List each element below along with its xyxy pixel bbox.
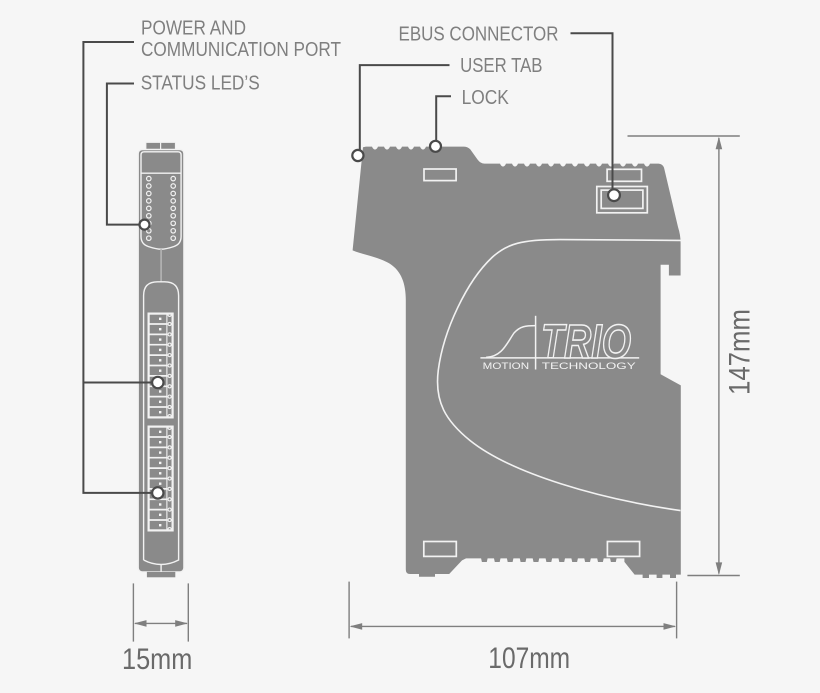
svg-text:EBUS CONNECTOR: EBUS CONNECTOR [399, 24, 559, 46]
svg-text:LOCK: LOCK [462, 87, 510, 109]
svg-text:COMMUNICATION PORT: COMMUNICATION PORT [141, 39, 341, 61]
svg-text:15mm: 15mm [122, 643, 192, 676]
svg-text:USER TAB: USER TAB [460, 55, 542, 77]
svg-text:147mm: 147mm [724, 309, 757, 395]
svg-text:107mm: 107mm [488, 642, 570, 675]
svg-text:STATUS LED’S: STATUS LED’S [141, 73, 260, 95]
svg-text:POWER AND: POWER AND [141, 18, 246, 40]
svg-text:TRIO: TRIO [541, 316, 631, 369]
svg-text:MOTION: MOTION [483, 361, 530, 372]
svg-text:TECHNOLOGY: TECHNOLOGY [542, 361, 637, 372]
